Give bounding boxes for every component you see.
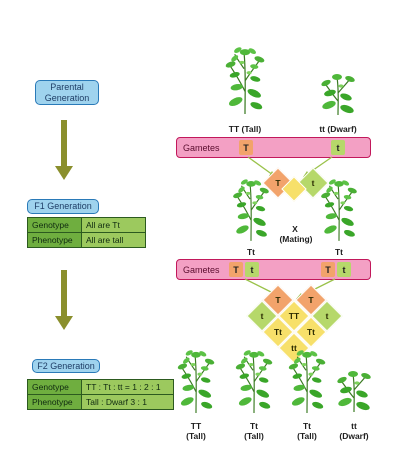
- mating-symbol: X: [292, 224, 298, 234]
- f1-genotype-key: Genotype: [27, 217, 82, 233]
- f2-phenotype-key: Phenotype: [27, 394, 82, 410]
- f2-plant-1-phenotype: (Tall): [186, 431, 206, 441]
- gametes-bar-2-label: Gametes: [183, 265, 220, 275]
- parental-generation-text: Parental Generation: [44, 81, 90, 103]
- f1-generation-label: F1 Generation: [27, 199, 99, 214]
- gamete-2-allele-left-T: T: [229, 262, 243, 277]
- f1-phenotype-key: Phenotype: [27, 232, 82, 248]
- f2-phenotype-value: Tall : Dwarf 3 : 1: [81, 394, 174, 410]
- down-arrow-2: [55, 270, 73, 330]
- f2-plant-3-phenotype: (Tall): [297, 431, 317, 441]
- f1-plant-left: [231, 177, 271, 242]
- f2-plant-4-genotype: tt: [351, 421, 357, 431]
- f1-phenotype-value: All are tall: [81, 232, 146, 248]
- f1-genotype-value: All are Tt: [81, 217, 146, 233]
- f2-plant-2-phenotype: (Tall): [244, 431, 264, 441]
- gamete-2-allele-right-T: T: [321, 262, 335, 277]
- parental-generation-label: Parental Generation: [35, 80, 99, 105]
- gametes-bar-1-label: Gametes: [183, 143, 220, 153]
- table-row: Genotype TT : Tt : tt = 1 : 2 : 1: [27, 379, 174, 395]
- down-arrow-1: [55, 120, 73, 180]
- gamete-1-allele-left: T: [239, 140, 253, 155]
- tall-parent-caption: TT (Tall): [228, 124, 262, 134]
- f2-plant-2-genotype: Tt: [249, 421, 259, 431]
- f2-genotype-value: TT : Tt : tt = 1 : 2 : 1: [81, 379, 174, 395]
- f2-plant-4-phenotype: (Dwarf): [339, 431, 369, 441]
- f1-plant-right: [319, 177, 359, 242]
- f1-plant-right-caption: Tt: [334, 247, 344, 257]
- f2-plant-3-genotype: Tt: [302, 421, 312, 431]
- table-row: Phenotype Tall : Dwarf 3 : 1: [27, 394, 174, 410]
- f2-plant-1: [176, 348, 216, 414]
- f2-plant-1-genotype: TT: [190, 421, 202, 431]
- dwarf-parent-caption: tt (Dwarf): [319, 124, 357, 134]
- f2-genotype-key: Genotype: [27, 379, 82, 395]
- f2-table: Genotype TT : Tt : tt = 1 : 2 : 1 Phenot…: [27, 379, 174, 410]
- tall-parent-plant: [224, 45, 266, 115]
- f1-plant-left-caption: Tt: [246, 247, 256, 257]
- gamete-2-allele-right-t: t: [337, 262, 351, 277]
- f2-plant-3: [287, 348, 327, 414]
- gamete-1-allele-right: t: [331, 140, 345, 155]
- f2-plant-2: [234, 348, 274, 414]
- table-row: Genotype All are Tt: [27, 217, 146, 233]
- f2-generation-label: F2 Generation: [32, 359, 100, 373]
- gametes-bar-1: [176, 137, 371, 158]
- f2-plant-4: [335, 370, 373, 413]
- gamete-2-allele-left-t: t: [245, 262, 259, 277]
- f1-table: Genotype All are Tt Phenotype All are ta…: [27, 217, 146, 248]
- table-row: Phenotype All are tall: [27, 232, 146, 248]
- dwarf-parent-plant: [319, 73, 357, 116]
- mating-label: (Mating): [279, 234, 313, 244]
